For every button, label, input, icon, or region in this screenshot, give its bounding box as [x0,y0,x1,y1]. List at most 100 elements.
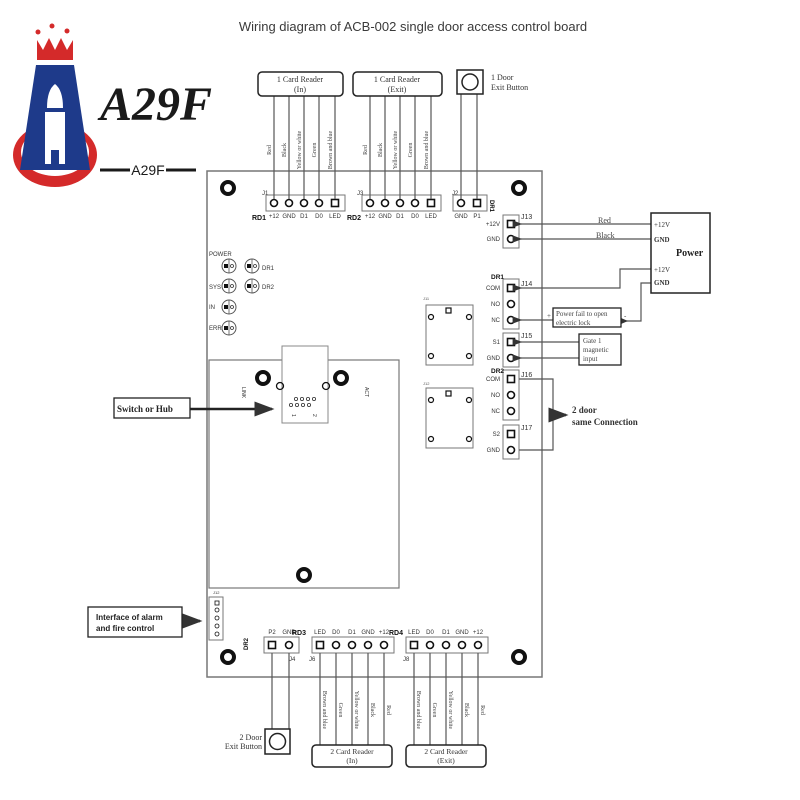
J13-label: J13 [521,214,532,221]
pin-J17-S2 [506,429,516,439]
wire-color-label: Green [431,703,437,718]
connector-J16: COM NO NC J16 [486,369,532,421]
brand-text: A29F [97,78,212,131]
led-label-act: ACT [363,387,369,397]
rj45-port [281,345,329,424]
power-to-com-wire [512,268,651,292]
J16-label: J16 [521,372,532,379]
gate-magnetic-line2: magnetic [583,346,609,354]
exit-button-1: 1 Door Exit Button [456,69,528,95]
pin-label: S2 [493,432,501,438]
power-label: Power [676,248,704,259]
card-reader-2-in-subtitle: (In) [346,756,358,765]
brand-logo: A29F A29F [13,23,212,187]
led-label-dr2: DR2 [262,285,275,291]
gate-magnetic-line1: Gate 1 [583,337,602,345]
pin-J6-GND [363,640,373,650]
card-reader-2-exit-title: 2 Card Reader [424,747,468,756]
pin-J2-P1 [472,198,482,208]
wire-color-label: Yellow or white [447,691,453,730]
pin-label: LED [408,630,420,636]
brand-subtext: A29F [131,162,164,178]
pin-J3-LED [426,198,436,208]
group-label-DR1: DR1 [491,274,504,281]
pin-label: GND [487,237,501,243]
pin-J3-D0 [410,198,420,208]
led-label-dr1: DR1 [262,266,275,272]
wire-color-label: Black [369,703,375,717]
rj45-pin [305,396,310,401]
pin-label: NO [491,393,500,399]
pin-J1-+12 [269,198,279,208]
pin-J16-NC [506,406,516,416]
rj45-pin [300,402,305,407]
J15-label: J15 [521,333,532,340]
wire-color-label: Brown and blue [424,131,430,170]
power-fail-lock-line2: electric lock [556,319,591,327]
pin-label: D1 [348,630,356,636]
pin-label: GND [487,356,501,362]
pin-J6-LED [315,640,325,650]
wire-color-label: Green [337,703,343,718]
pin-label: COM [486,286,500,292]
lock-plus-label: + [547,312,551,320]
led-label-sys: SYS [209,285,221,291]
J8-label: J8 [403,657,410,663]
wire-color-label: Red [479,705,485,715]
wire-color-label: Black [463,703,469,717]
wire-color-label: Red [267,145,273,155]
led-label-power: POWER [209,252,232,258]
pin-label: P2 [268,630,276,636]
card-reader-1-in-title: 1 Card Reader [277,75,324,84]
pin-label: D0 [426,630,434,636]
pin-label: GND [282,630,296,636]
lock-minus-label: - [624,312,627,320]
card-reader-1-exit: 1 Card Reader (Exit) [352,71,443,97]
exit-button-1-line1: 1 Door [491,73,514,82]
wire-color-label: Brown and blue [415,691,421,730]
wire-color-label: Red [363,145,369,155]
led-icon [221,320,237,336]
pin-label: COM [486,377,500,383]
power-terminal-gnd-2: GND [654,279,670,287]
wire-color-label: Green [408,143,414,158]
J3-label: J3 [357,191,364,197]
J4-label: J4 [289,657,296,663]
relay-1: J11 [423,296,474,366]
exit-button-2-line2: Exit Button [225,742,262,751]
group-label-DR2-bottom: DR2 [244,637,250,650]
relay-2-label: J12 [423,381,430,386]
relay-2: J12 [423,381,474,449]
switch-or-hub: Switch or Hub [113,397,191,419]
rj45-pin [299,396,304,401]
rj45-pin [294,402,299,407]
gate-magnetic-input: Gate 1 magnetic input [578,333,622,366]
pin-label: NC [491,409,500,415]
pin-J6-D0 [331,640,341,650]
rj45-pins [288,396,316,407]
card-reader-2-in: 2 Card Reader (In) [311,744,393,768]
rj45-pin-1-label: 1 [290,414,296,417]
group-label-RD4: RD4 [389,630,403,637]
pin-label: NC [491,318,500,324]
pin-label: S1 [493,340,501,346]
wire-color-label: Brown and blue [321,691,327,730]
pin-J1-GND [284,198,294,208]
group-label-DR1-top: DR1 [488,200,494,213]
group-label-RD1: RD1 [252,215,266,222]
rj45-pin [306,402,311,407]
J14-label: J14 [521,281,532,288]
wire-color-label: Green [312,143,318,158]
pin-label: P1 [473,214,481,220]
pin-label: D1 [442,630,450,636]
led-icon [221,278,237,294]
power-wire-red-label: Red [598,216,611,225]
pin-label: GND [378,214,392,220]
gate-magnetic-line3: input [583,355,597,363]
pin-J8-+12 [473,640,483,650]
pin-label: GND [454,214,468,220]
power-supply: +12V GND Power +12V GND [650,212,711,294]
